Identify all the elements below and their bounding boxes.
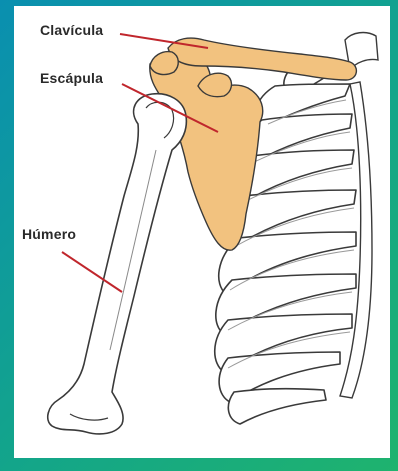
rib-10 bbox=[228, 389, 326, 424]
acromion bbox=[150, 52, 178, 75]
clavicle-label: Clavícula bbox=[40, 22, 103, 38]
humerus-bone bbox=[48, 94, 187, 434]
scapula-label: Escápula bbox=[40, 70, 103, 86]
humerus-label: Húmero bbox=[22, 226, 76, 242]
